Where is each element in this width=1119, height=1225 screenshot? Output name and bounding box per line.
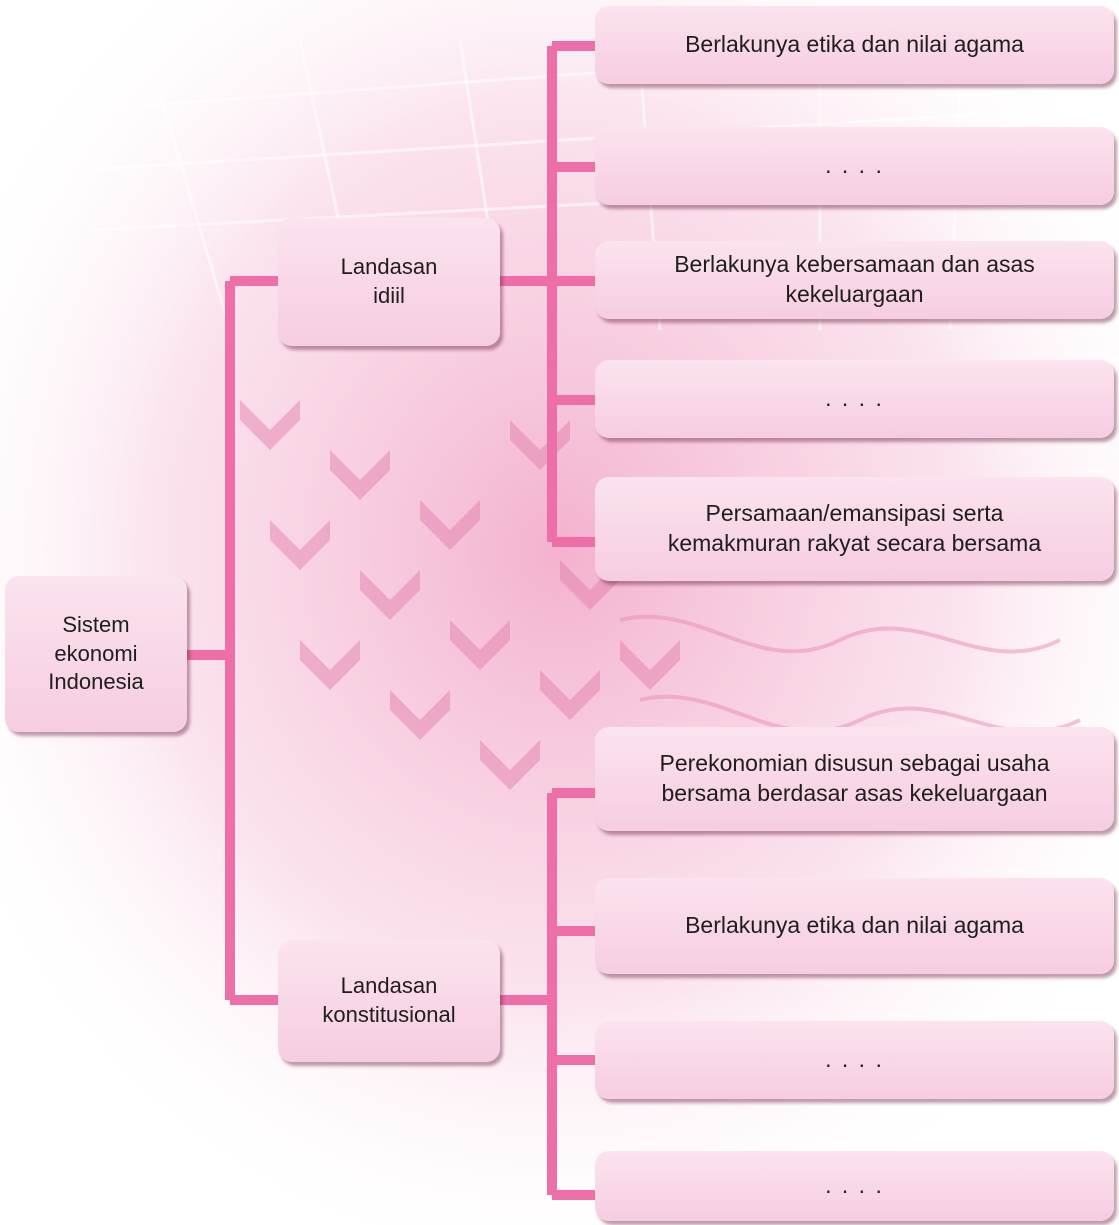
branch-landasan-idiil: Landasan idiil — [278, 218, 500, 346]
idiil-item-5: Persamaan/emansipasi serta kemakmuran ra… — [595, 477, 1114, 581]
konstitusional-item-2: Berlakunya etika dan nilai agama — [595, 878, 1114, 974]
connector-root-to-branches — [187, 276, 278, 1005]
idiil-item-3: Berlakunya kebersamaan dan asas kekeluar… — [595, 241, 1114, 319]
branch-landasan-konstitusional: Landasan konstitusional — [278, 940, 500, 1062]
root-node: Sistem ekonomi Indonesia — [5, 576, 187, 732]
idiil-item-2-placeholder: . . . . — [595, 127, 1114, 205]
idiil-item-1: Berlakunya etika dan nilai agama — [595, 6, 1114, 84]
konstitusional-item-4-placeholder: . . . . — [595, 1151, 1114, 1221]
konstitusional-item-3-placeholder: . . . . — [595, 1021, 1114, 1099]
connector-konstitusional-to-items — [500, 788, 595, 1200]
connector-idiil-to-items — [500, 41, 595, 547]
idiil-item-4-placeholder: . . . . — [595, 360, 1114, 438]
konstitusional-item-1: Perekonomian disusun sebagai usaha bersa… — [595, 727, 1114, 831]
